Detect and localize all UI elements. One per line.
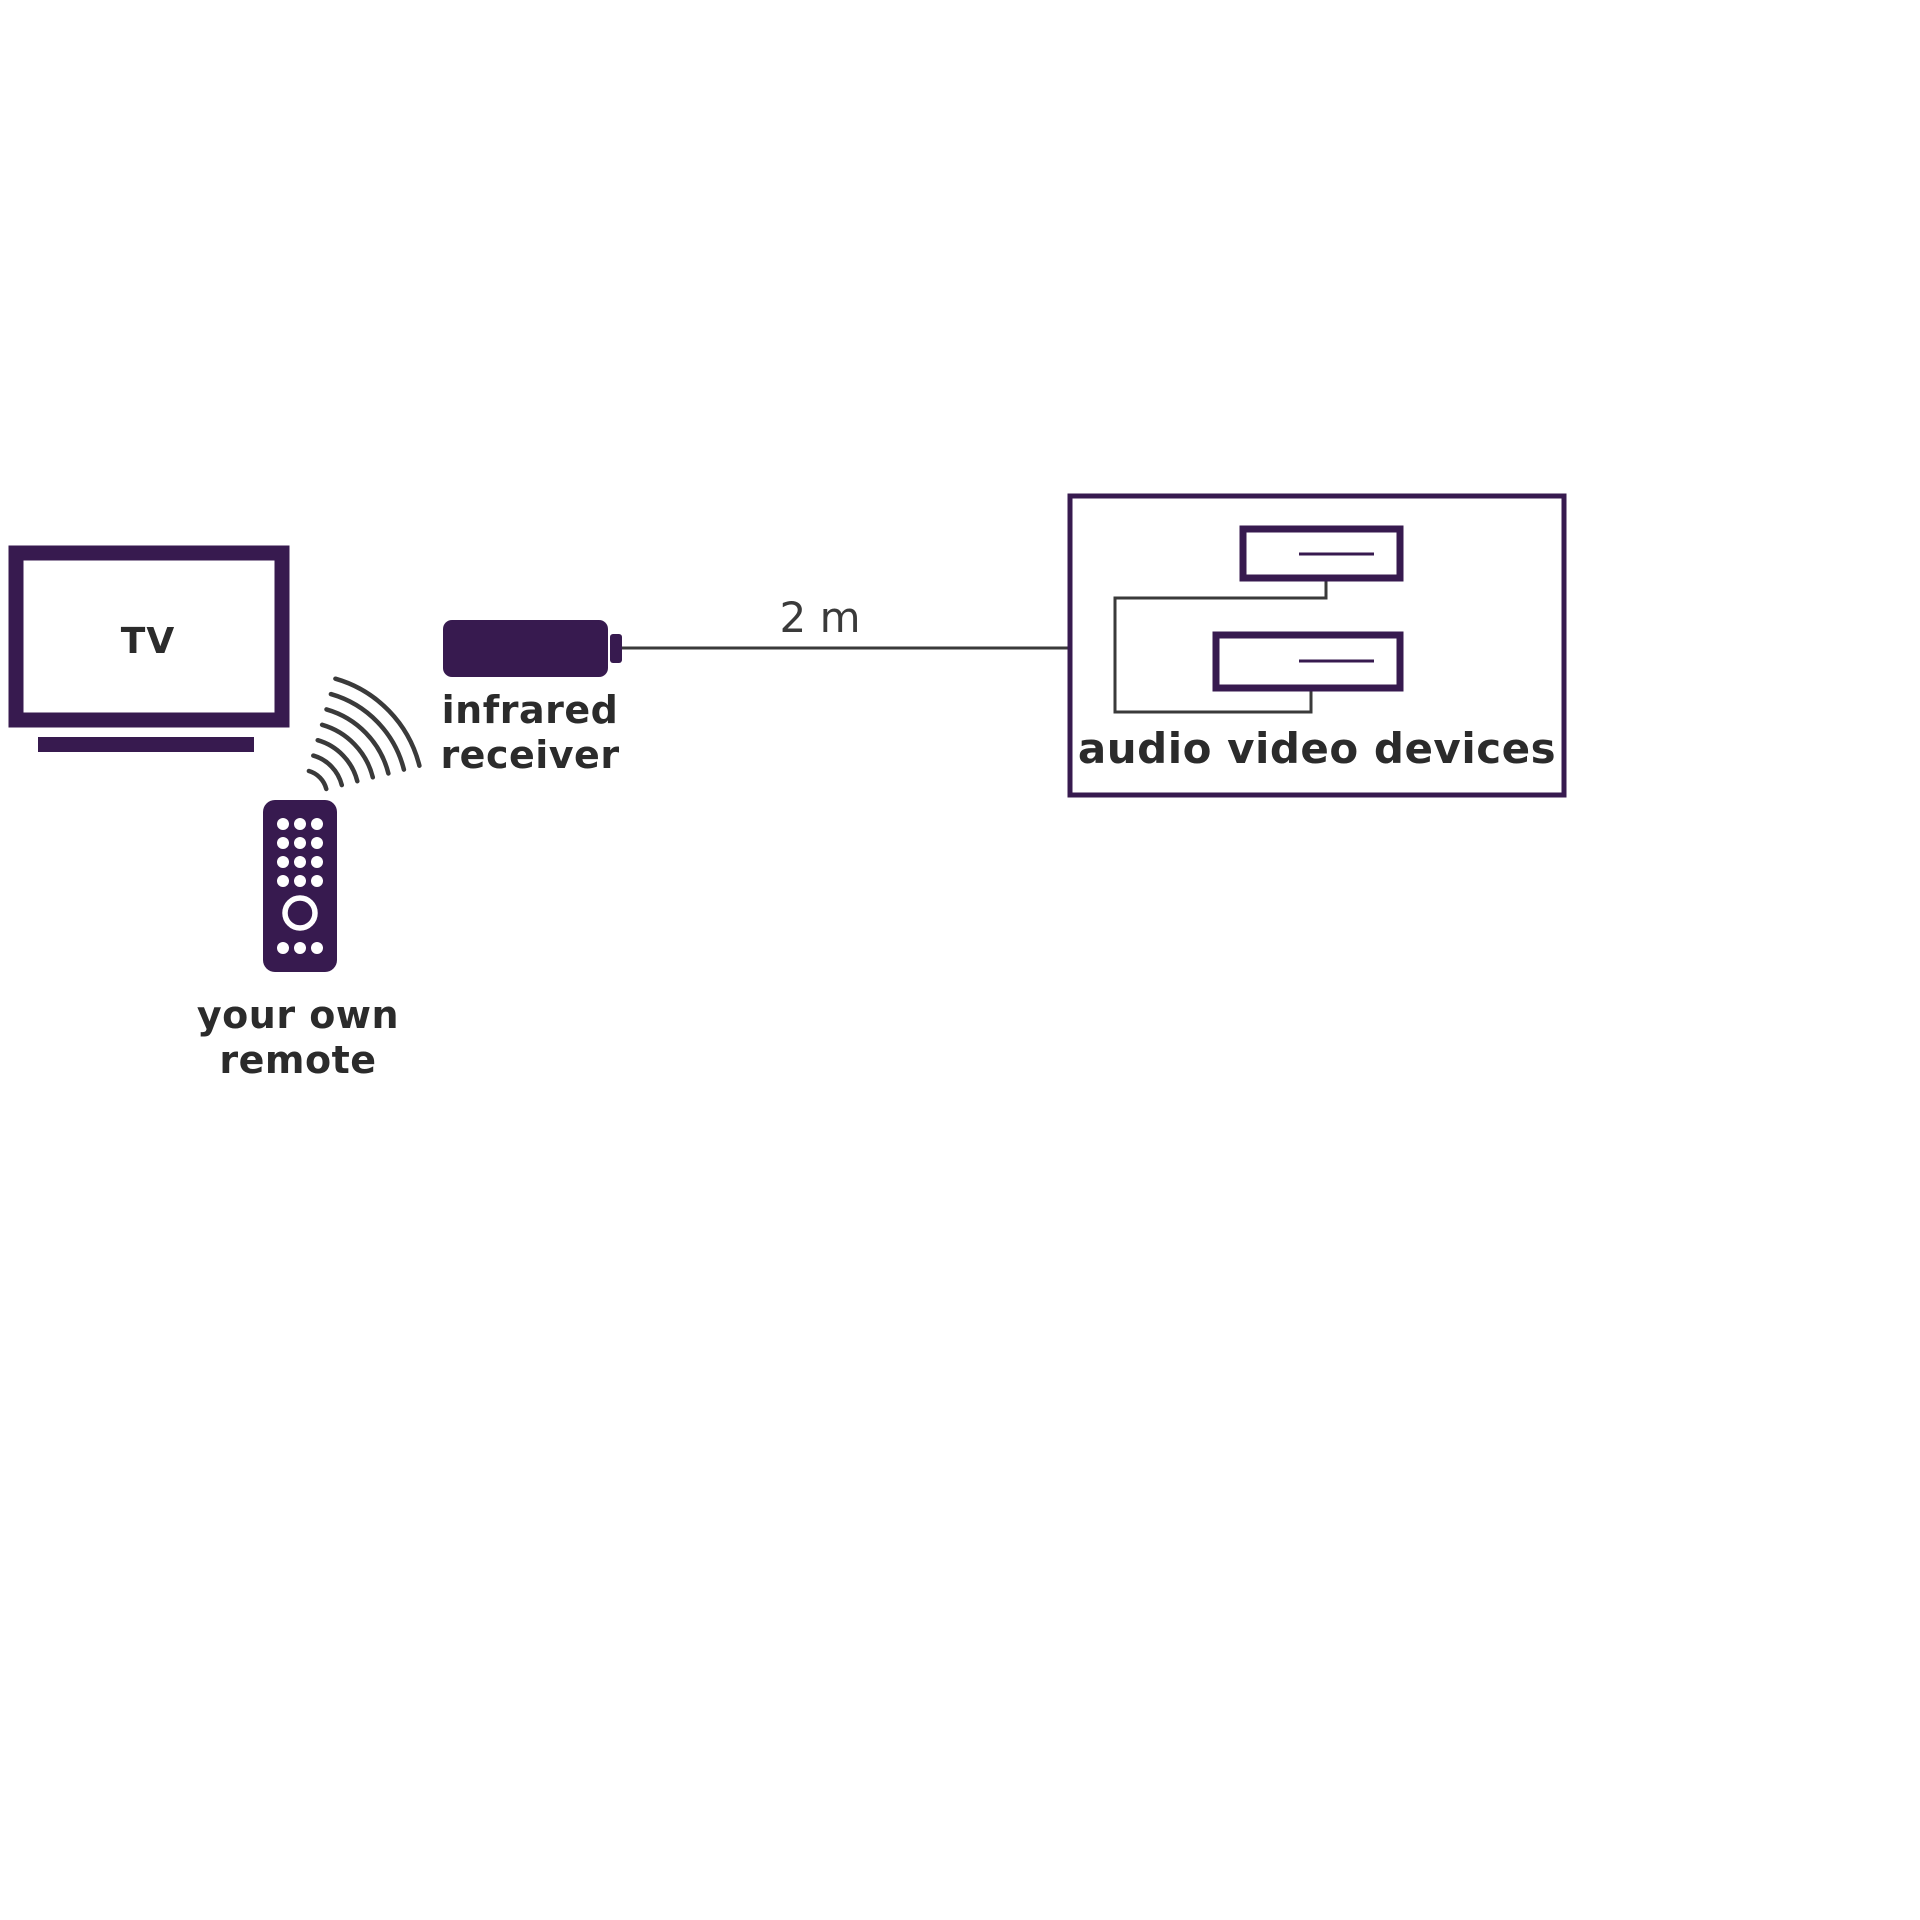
- ir-waves-icon: [306, 676, 422, 792]
- av-devices: audio video devices: [1067, 493, 1567, 798]
- remote-button-dot: [277, 856, 289, 868]
- remote-label-line2: remote: [219, 1038, 376, 1082]
- remote-label-line1: your own: [197, 993, 399, 1037]
- remote-button-dot: [294, 875, 306, 887]
- wire-to-device-1: [1113, 580, 1328, 648]
- remote-button-dot: [277, 837, 289, 849]
- ir-wave: [311, 753, 345, 788]
- remote-button-dot: [294, 837, 306, 849]
- ir-wave: [333, 676, 422, 768]
- remote-ok-ring: [282, 895, 318, 931]
- remote-button-dot: [311, 856, 323, 868]
- tv-label: TV: [121, 621, 175, 662]
- tv: TV: [8, 545, 290, 752]
- ir-wave: [324, 707, 391, 776]
- remote-control: your own remote: [197, 800, 399, 1082]
- tv-stand: [38, 737, 254, 752]
- ir-receiver-plug: [610, 634, 622, 663]
- ir-wave: [328, 691, 407, 772]
- ir-wave: [315, 737, 360, 784]
- remote-button-dot: [277, 942, 289, 954]
- remote-button-dot: [277, 875, 289, 887]
- cable: 2 m: [622, 593, 1115, 650]
- remote-button-dot: [294, 942, 306, 954]
- ir-wave: [319, 722, 376, 780]
- remote-button-dot: [311, 837, 323, 849]
- wire-to-device-2: [1113, 648, 1313, 714]
- infrared-receiver: infrared receiver: [440, 620, 622, 777]
- ir-receiver-body: [443, 620, 608, 677]
- remote-button-dot: [311, 875, 323, 887]
- cable-length-label: 2 m: [780, 593, 861, 642]
- receiver-label-line2: receiver: [440, 733, 619, 777]
- receiver-label-line1: infrared: [442, 688, 619, 732]
- remote-button-dot: [311, 942, 323, 954]
- remote-button-dot: [311, 818, 323, 830]
- av-devices-label: audio video devices: [1078, 724, 1556, 773]
- remote-button-dot: [294, 856, 306, 868]
- ir-wave: [306, 768, 329, 792]
- remote-button-dot: [277, 818, 289, 830]
- tv-screen: [8, 545, 290, 728]
- remote-button-dot: [294, 818, 306, 830]
